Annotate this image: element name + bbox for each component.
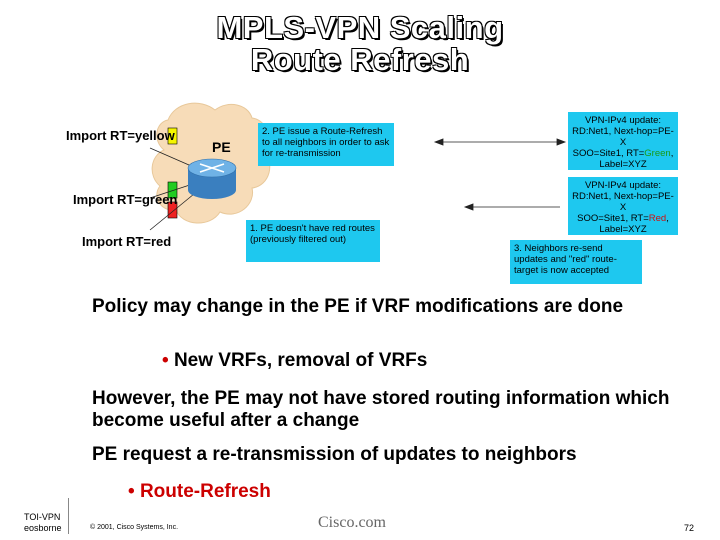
update-green-box: VPN-IPv4 update: RD:Net1, Next-hop=PE-X … bbox=[568, 112, 678, 170]
paragraph-however: However, the PE may not have stored rout… bbox=[92, 388, 670, 431]
paragraph-policy: Policy may change in the PE if VRF modif… bbox=[92, 296, 624, 317]
update-red-line3: SOO=Site1, RT=Red, bbox=[577, 213, 669, 224]
step1-box: 1. PE doesn't have red routes (previousl… bbox=[246, 220, 380, 262]
update-red-line1: VPN-IPv4 update: bbox=[584, 180, 662, 191]
arrow-update-red bbox=[463, 203, 560, 211]
page-title: MPLS-VPN Scaling bbox=[216, 10, 504, 45]
import-rt-red-label: Import RT=red bbox=[82, 234, 172, 249]
footer-divider bbox=[68, 498, 69, 534]
rt-green-marker bbox=[167, 181, 178, 199]
update-green-line1: VPN-IPv4 update: bbox=[584, 115, 662, 126]
bullet-route-refresh: • Route-Refresh bbox=[128, 481, 271, 502]
bullet-icon: • bbox=[162, 350, 169, 371]
diagram-graphics bbox=[149, 102, 567, 231]
page-number: 72 bbox=[684, 523, 695, 533]
update-green-line2: RD:Net1, Next-hop=PE-X bbox=[572, 126, 674, 148]
pe-label: PE bbox=[212, 139, 231, 155]
footer-copyright: © 2001, Cisco Systems, Inc. bbox=[90, 524, 179, 531]
router-icon bbox=[187, 158, 237, 199]
footer-brand: Cisco.com bbox=[318, 514, 386, 531]
update-green-line4: Label=XYZ bbox=[599, 159, 647, 170]
rt-yellow-marker bbox=[167, 127, 178, 145]
footer-course: TOI-VPN bbox=[24, 512, 61, 522]
page-subtitle: Route Refresh bbox=[250, 42, 470, 77]
update-green-line3: SOO=Site1, RT=Green, bbox=[572, 148, 674, 159]
footer-author: eosborne bbox=[24, 523, 62, 533]
step3-box: 3. Neighbors re-send updates and "red" r… bbox=[510, 240, 642, 284]
bullet-new-vrfs: • New VRFs, removal of VRFs bbox=[162, 350, 428, 371]
import-rt-green-label: Import RT=green bbox=[73, 192, 178, 207]
step2-box: 2. PE issue a Route-Refresh to all neigh… bbox=[258, 123, 394, 166]
update-red-line4: Label=XYZ bbox=[599, 224, 647, 235]
arrow-update-green bbox=[433, 138, 444, 146]
rt-red-marker bbox=[167, 201, 178, 219]
paragraph-pe-request: PE request a re-transmission of updates … bbox=[92, 444, 577, 465]
import-rt-yellow-label: Import RT=yellow bbox=[66, 128, 175, 143]
bullet-icon: • bbox=[128, 481, 135, 502]
arrow-route-refresh bbox=[440, 138, 567, 146]
update-red-box: VPN-IPv4 update: RD:Net1, Next-hop=PE-X … bbox=[568, 177, 678, 235]
update-red-line2: RD:Net1, Next-hop=PE-X bbox=[572, 191, 674, 213]
